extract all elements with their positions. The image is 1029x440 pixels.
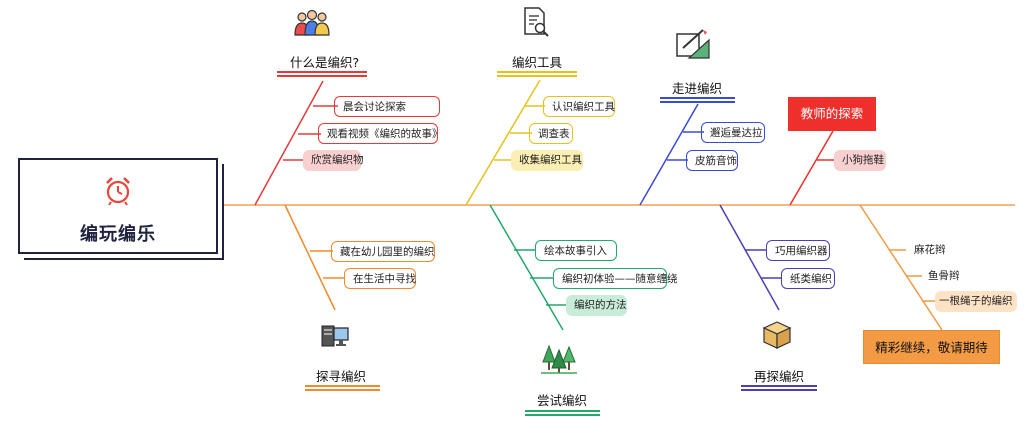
branch-underline-enter	[660, 97, 735, 99]
branch-underline-explore-2	[305, 389, 380, 391]
branch-underline-try	[525, 410, 600, 412]
leaf-enter-1[interactable]: 邂逅曼达拉	[701, 122, 765, 143]
branch-lines-tools	[465, 79, 545, 206]
leaf-explore-1[interactable]: 藏在幼儿园里的编织	[331, 241, 435, 262]
root-node[interactable]: 编玩编乐	[18, 158, 218, 254]
branch-underline-try-2	[525, 414, 600, 416]
branch-title-again[interactable]: 再探编织	[754, 369, 805, 384]
branch-title-what[interactable]: 什么是编织?	[290, 55, 360, 70]
document-search-icon	[524, 7, 549, 37]
leaf-try-1[interactable]: 绘本故事引入	[535, 240, 617, 261]
leaf-what-2[interactable]: 观看视频《编织的故事》	[318, 123, 443, 144]
leaf-explore-2[interactable]: 在生活中寻找	[344, 268, 416, 289]
leaf-what-3[interactable]: 欣赏编织物	[303, 150, 364, 171]
branch-title-try[interactable]: 尝试编织	[537, 393, 588, 408]
leaf-more-2[interactable]: 鱼骨辫	[928, 270, 960, 282]
leaf-what-1[interactable]: 晨会讨论探索	[334, 96, 440, 117]
leaf-tools-3[interactable]: 收集编织工具	[511, 150, 583, 171]
forest-icon	[541, 344, 577, 374]
branch-lines-more	[859, 204, 943, 331]
branch-underline-explore	[305, 385, 380, 387]
box-icon	[762, 321, 792, 349]
branch-underline-again	[741, 385, 817, 387]
branch-underline-tools-2	[497, 75, 577, 77]
branch-lines-what	[254, 80, 338, 206]
branch-lines-again	[719, 204, 782, 311]
alarm-clock-icon	[106, 177, 130, 206]
branch-underline-what	[277, 71, 367, 73]
people-group-icon	[294, 9, 330, 36]
leaf-enter-2[interactable]: 皮筋音饰	[686, 150, 738, 171]
branch-lines-teacher	[789, 130, 836, 206]
branch-lines-explore	[284, 204, 345, 311]
branch-underline-enter-2	[660, 101, 735, 103]
branch-underline-tools	[497, 71, 577, 73]
branch-title-more[interactable]: 精彩继续，敬请期待	[863, 330, 1000, 364]
leaf-try-3[interactable]: 编织的方法	[566, 295, 627, 316]
branch-underline-what-2	[277, 75, 367, 77]
leaf-more-3[interactable]: 一根绳子的编织	[935, 291, 1017, 312]
branch-title-enter[interactable]: 走进编织	[672, 81, 723, 96]
branch-lines-try	[489, 204, 567, 331]
root-title: 编玩编乐	[80, 224, 156, 245]
leaf-again-2[interactable]: 纸类编织	[781, 268, 835, 289]
branch-title-teacher[interactable]: 教师的探索	[788, 97, 876, 131]
branch-title-tools[interactable]: 编织工具	[512, 55, 563, 70]
branch-title-explore[interactable]: 探寻编织	[316, 369, 367, 384]
leaf-tools-1[interactable]: 认识编织工具	[543, 96, 615, 117]
branch-underline-again-2	[741, 389, 817, 391]
drawing-tools-icon	[676, 29, 710, 59]
leaf-teacher-1[interactable]: 小狗拖鞋	[834, 150, 886, 171]
leaf-more-1[interactable]: 麻花辫	[914, 244, 946, 256]
computer-icon	[321, 325, 349, 347]
leaf-tools-2[interactable]: 调查表	[529, 123, 573, 144]
leaf-try-2[interactable]: 编织初体验——随意缠绕	[553, 268, 678, 289]
branch-lines-enter	[639, 103, 704, 206]
leaf-again-1[interactable]: 巧用编织器	[766, 240, 830, 261]
